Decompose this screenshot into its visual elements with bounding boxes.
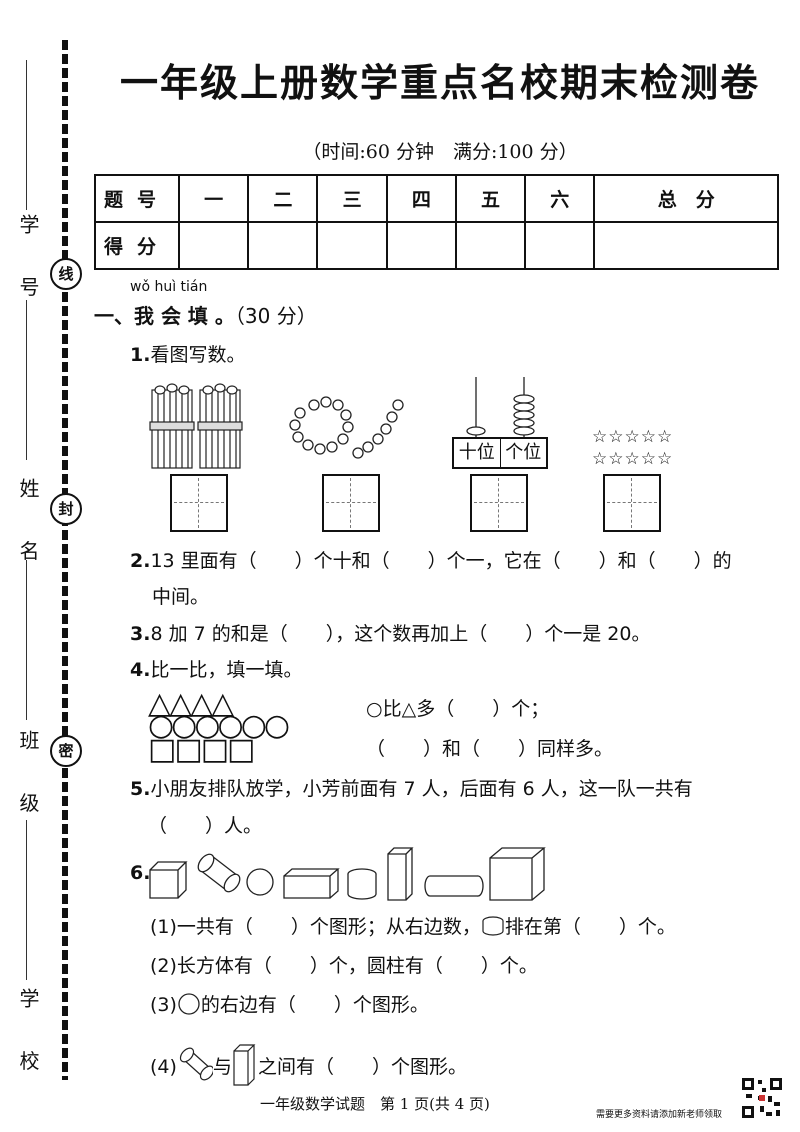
answer-box[interactable] <box>170 474 228 532</box>
score-table-header-row: 题号 一 二 三 四 五 六 总 分 <box>94 174 779 223</box>
question-6-part2: (2)长方体有（ ）个，圆柱有（ ）个。 <box>150 955 538 977</box>
question-number: 1. <box>130 344 151 366</box>
page-footer: 一年级数学试题 第 1 页(共 4 页) <box>260 1095 490 1113</box>
question-4-line1: ○比△多（ ）个； <box>366 698 550 720</box>
beads-image <box>289 396 404 459</box>
question-1: 1.看图写数。 <box>130 340 245 367</box>
sphere-icon <box>178 993 200 1015</box>
seal-mi: 密 <box>50 735 82 767</box>
binding-dashed-line <box>62 40 68 1080</box>
score-col: 一 <box>177 174 250 223</box>
part-text: (4) <box>150 1056 177 1078</box>
score-col: 三 <box>316 174 388 223</box>
score-cell[interactable] <box>177 221 250 270</box>
margin-rule <box>26 560 27 720</box>
score-col: 六 <box>524 174 596 223</box>
part-text: (3) <box>150 994 177 1016</box>
question-text: 看图写数。 <box>150 344 246 366</box>
margin-rule <box>26 300 27 460</box>
question-4: 4.比一比，填一填。 <box>130 655 302 682</box>
footer-note: 需要更多资料请添加新老师领取 <box>596 1110 723 1120</box>
question-number: 6. <box>130 862 151 884</box>
score-col: 五 <box>454 174 527 223</box>
name-label: 姓 名 <box>16 478 40 579</box>
tens-place-label: 十位 <box>454 439 501 467</box>
stick-bundles-image <box>149 383 243 469</box>
qr-code-image <box>740 1076 784 1120</box>
cylinder-icon <box>482 916 504 936</box>
question-text: 比一比，填一填。 <box>150 659 303 681</box>
question-6-part3: (3) 的右边有（ ）个图形。 <box>150 990 429 1017</box>
stars-image: ☆☆☆☆☆☆☆☆☆☆ <box>592 427 674 469</box>
score-cell[interactable] <box>454 221 527 270</box>
question-2: 2.13 里面有（ ）个十和（ ）个一，它在（ ）和（ ）的 <box>130 546 732 573</box>
triangles-row: △△△△ <box>148 686 234 721</box>
question-text: 小朋友排队放学，小芳前面有 7 人，后面有 6 人，这一队一共有 <box>150 778 693 800</box>
school-label: 学 校 <box>16 988 40 1089</box>
question-6-number: 6. <box>130 862 150 884</box>
slanted-cylinder-icon <box>179 1047 215 1081</box>
part-text: 排在第（ ）个。 <box>504 916 676 938</box>
student-number-label: 学 号 <box>16 214 40 315</box>
score-col: 四 <box>385 174 457 223</box>
squares-row: □□□□ <box>148 732 255 767</box>
question-4-line2: （ ）和（ ）同样多。 <box>366 738 614 760</box>
question-text: 8 加 7 的和是（ ），这个数再加上（ ）个一是 20。 <box>150 623 651 645</box>
solid-shapes-image <box>149 847 546 901</box>
abacus-image <box>466 377 535 437</box>
score-col-total: 总 分 <box>593 174 779 223</box>
question-6-part1: (1)一共有（ ）个图形；从右边数， 排在第（ ）个。 <box>150 912 676 939</box>
question-number: 3. <box>130 623 151 645</box>
section-title: 一、我 会 填 。 <box>94 304 235 328</box>
tall-cuboid-icon <box>233 1044 256 1086</box>
score-table-score-row: 得分 <box>94 221 779 270</box>
answer-box[interactable] <box>470 474 528 532</box>
score-cell[interactable] <box>247 221 319 270</box>
section-points: （30 分） <box>234 304 317 328</box>
class-label: 班 级 <box>16 730 40 831</box>
score-table: 题号 一 二 三 四 五 六 总 分 得分 <box>94 174 779 270</box>
question-number: 4. <box>130 659 151 681</box>
page-title: 一年级上册数学重点名校期末检测卷 <box>119 61 760 105</box>
score-cell[interactable] <box>385 221 457 270</box>
score-cell[interactable] <box>316 221 388 270</box>
margin-rule <box>26 60 27 210</box>
score-table-head: 题号 <box>94 174 180 223</box>
margin-rule <box>26 820 27 980</box>
question-text: 13 里面有（ ）个十和（ ）个一，它在（ ）和（ ）的 <box>150 550 732 572</box>
seal-feng: 封 <box>50 493 82 525</box>
question-5-cont: （ ）人。 <box>148 815 263 837</box>
answer-box[interactable] <box>322 474 380 532</box>
abacus-place-labels: 十位 个位 <box>452 437 548 469</box>
ones-place-label: 个位 <box>505 442 542 463</box>
question-number: 2. <box>130 550 151 572</box>
answer-box[interactable] <box>603 474 661 532</box>
score-cell[interactable] <box>524 221 596 270</box>
section-heading: 一、我 会 填 。（30 分） <box>94 300 317 329</box>
section-pinyin: wǒ huì tián <box>130 279 208 295</box>
score-col: 二 <box>247 174 319 223</box>
exam-info: （时间:60 分钟 满分:100 分） <box>302 141 578 163</box>
circles-row: ○○○○○○ <box>148 708 290 743</box>
question-6-part4: (4) 与 之间有（ ）个图形。 <box>150 1041 467 1087</box>
question-2-cont: 中间。 <box>152 586 210 608</box>
seal-xian: 线 <box>50 258 82 290</box>
part-text: (1)一共有（ ）个图形；从右边数， <box>150 916 481 938</box>
part-text: 与 <box>212 1056 232 1078</box>
part-text: 之间有（ ）个图形。 <box>257 1056 467 1078</box>
question-number: 5. <box>130 778 151 800</box>
score-table-head: 得分 <box>94 221 180 270</box>
question-5: 5.小朋友排队放学，小芳前面有 7 人，后面有 6 人，这一队一共有 <box>130 774 693 801</box>
score-cell[interactable] <box>593 221 779 270</box>
part-text: 的右边有（ ）个图形。 <box>200 994 429 1016</box>
question-3: 3.8 加 7 的和是（ ），这个数再加上（ ）个一是 20。 <box>130 619 650 646</box>
